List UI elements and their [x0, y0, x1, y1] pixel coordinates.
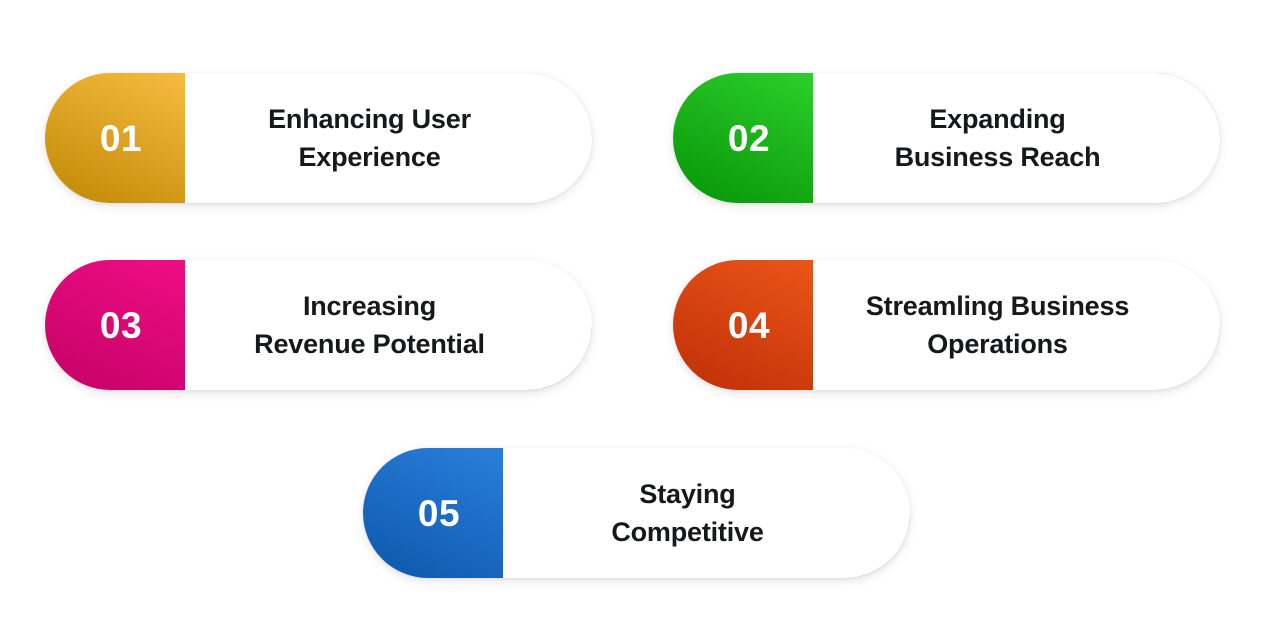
card-title-line-1: Expanding	[929, 103, 1066, 134]
card-title-line-2: Revenue Potential	[254, 329, 485, 359]
card-title-line-2: Experience	[298, 142, 441, 172]
step-number-label: 04	[727, 304, 771, 346]
step-number-label: 02	[727, 117, 771, 159]
card-title-line-1: Increasing	[302, 290, 437, 321]
card-title-line-1: Enhancing User	[268, 103, 471, 134]
step-number-label: 03	[99, 304, 143, 346]
card-title-line-1: Staying	[639, 478, 736, 509]
step-number-badge: 05	[363, 448, 503, 578]
card-title-line-2: Business Reach	[894, 142, 1101, 172]
card-title-line-2: Operations	[927, 329, 1068, 359]
step-number-badge: 04	[673, 260, 813, 390]
step-number-badge: 02	[673, 73, 813, 203]
card-title-line-2: Competitive	[611, 517, 764, 547]
card-title-line-1: Streamling Business	[865, 290, 1130, 321]
step-number-badge: 03	[45, 260, 185, 390]
step-number-badge: 01	[45, 73, 185, 203]
step-number-label: 05	[417, 492, 461, 534]
step-number-label: 01	[99, 117, 143, 159]
